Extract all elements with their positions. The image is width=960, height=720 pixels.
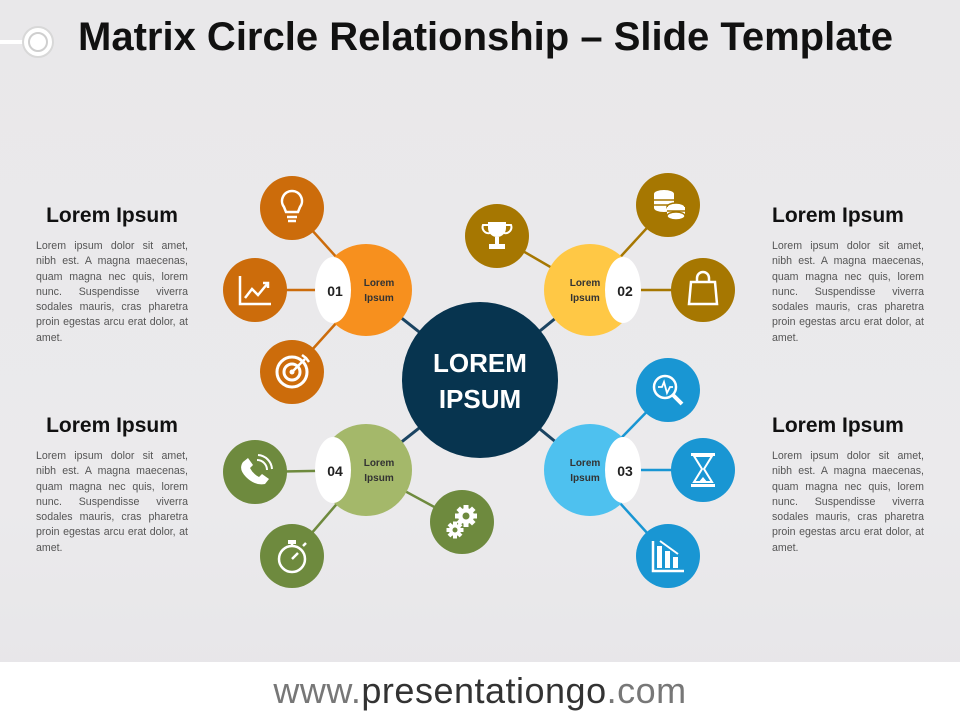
footer-brand: presentationgo xyxy=(361,670,607,711)
section-body: Lorem ipsum dolor sit amet, nibh est. A … xyxy=(36,450,188,554)
section-body: Lorem ipsum dolor sit amet, nibh est. A … xyxy=(772,240,924,344)
footer-prefix: www. xyxy=(273,670,362,711)
gears-icon xyxy=(430,490,494,554)
hourglass-icon xyxy=(671,438,735,502)
section-heading: Lorem Ipsum xyxy=(46,414,178,437)
section-bottom-left: Lorem Ipsum Lorem ipsum dolor sit amet, … xyxy=(36,413,188,556)
quadrant-number: 03 xyxy=(617,463,633,479)
quadrant-number: 02 xyxy=(617,283,633,299)
section-heading: Lorem Ipsum xyxy=(46,204,178,227)
search-analytics-icon xyxy=(636,358,700,422)
quadrant-label-line2: Ipsum xyxy=(364,293,394,304)
section-top-left: Lorem Ipsum Lorem ipsum dolor sit amet, … xyxy=(36,203,188,346)
shopping-bag-icon xyxy=(671,258,735,322)
matrix-circle-diagram: LOREM IPSUM 01 Lorem Ipsum 02 Lorem Ipsu… xyxy=(223,173,735,588)
phone-icon xyxy=(223,440,287,504)
quadrant-number: 01 xyxy=(327,283,343,299)
quadrant-label-line1: Lorem xyxy=(570,458,601,469)
quadrant-label-line2: Ipsum xyxy=(570,473,600,484)
trophy-icon xyxy=(465,204,529,268)
quadrant-node-01: 01 Lorem Ipsum xyxy=(315,244,412,336)
quadrant-label-line1: Lorem xyxy=(570,278,601,289)
quadrant-node-02: 02 Lorem Ipsum xyxy=(544,244,641,336)
quadrant-node-04: 04 Lorem Ipsum xyxy=(315,424,412,516)
bar-chart-down-icon xyxy=(636,524,700,588)
target-icon xyxy=(260,340,324,404)
section-bottom-right: Lorem Ipsum Lorem ipsum dolor sit amet, … xyxy=(772,413,924,556)
center-node: LOREM IPSUM xyxy=(402,302,558,458)
center-label-line1: LOREM xyxy=(433,348,527,378)
quadrant-label-line1: Lorem xyxy=(364,458,395,469)
section-heading: Lorem Ipsum xyxy=(772,414,904,437)
footer-url: www.presentationgo.com xyxy=(0,662,960,720)
section-top-right: Lorem Ipsum Lorem ipsum dolor sit amet, … xyxy=(772,203,924,346)
chart-up-icon xyxy=(223,258,287,322)
quadrant-label-line1: Lorem xyxy=(364,278,395,289)
stopwatch-icon xyxy=(260,524,324,588)
title-pin-icon xyxy=(0,26,54,58)
quadrant-label-line2: Ipsum xyxy=(570,293,600,304)
footer-suffix: .com xyxy=(606,670,687,711)
coins-icon xyxy=(636,173,700,237)
section-heading: Lorem Ipsum xyxy=(772,204,904,227)
lightbulb-icon xyxy=(260,176,324,240)
quadrant-label-line2: Ipsum xyxy=(364,473,394,484)
center-label-line2: IPSUM xyxy=(439,384,521,414)
page-title: Matrix Circle Relationship – Slide Templ… xyxy=(78,15,894,59)
quadrant-node-03: 03 Lorem Ipsum xyxy=(544,424,641,516)
section-body: Lorem ipsum dolor sit amet, nibh est. A … xyxy=(772,450,924,554)
section-body: Lorem ipsum dolor sit amet, nibh est. A … xyxy=(36,240,188,344)
quadrant-number: 04 xyxy=(327,463,343,479)
